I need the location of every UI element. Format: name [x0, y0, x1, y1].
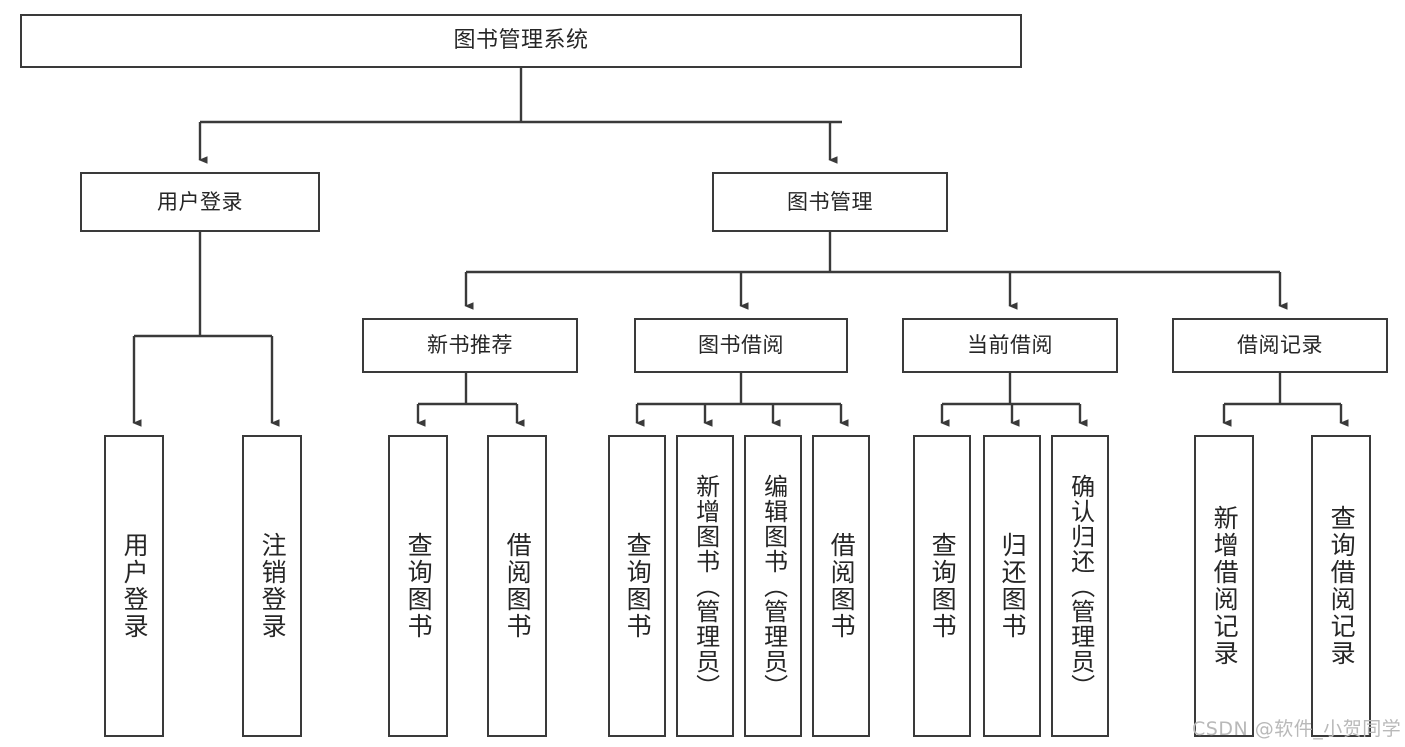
- node-user-login-label: 用户登录: [157, 189, 243, 214]
- connector-root-to-level1: [198, 68, 842, 164]
- leaf-query-borrow-record-label: 查询借阅记录: [1327, 505, 1357, 667]
- node-new-book-recommend-label: 新书推荐: [427, 333, 513, 358]
- leaf-edit-book-label: 编辑图书（管理员）: [759, 473, 788, 699]
- node-current-borrow[interactable]: 当前借阅: [902, 318, 1118, 373]
- leaf-edit-book[interactable]: 编辑图书（管理员）: [744, 435, 802, 737]
- leaf-borrow-book-2[interactable]: 借阅图书: [812, 435, 870, 737]
- leaf-query-borrow-record[interactable]: 查询借阅记录: [1311, 435, 1371, 737]
- node-user-login[interactable]: 用户登录: [80, 172, 320, 232]
- connector-bookmanage-to-level2: [464, 232, 1288, 310]
- connector-borrowrecord-to-leaves: [1222, 373, 1349, 427]
- leaf-user-login-label: 用户登录: [120, 532, 150, 640]
- leaf-borrow-book-1-label: 借阅图书: [503, 532, 533, 640]
- leaf-query-book-3[interactable]: 查询图书: [913, 435, 971, 737]
- leaf-query-book-3-label: 查询图书: [928, 532, 958, 640]
- connector-bookborrow-to-leaves: [635, 373, 849, 427]
- leaf-user-login[interactable]: 用户登录: [104, 435, 164, 737]
- node-book-manage-label: 图书管理: [787, 189, 873, 214]
- leaf-add-book[interactable]: 新增图书（管理员）: [676, 435, 734, 737]
- node-book-manage[interactable]: 图书管理: [712, 172, 948, 232]
- leaf-confirm-return[interactable]: 确认归还（管理员）: [1051, 435, 1109, 737]
- leaf-borrow-book-1[interactable]: 借阅图书: [487, 435, 547, 737]
- leaf-add-borrow-record[interactable]: 新增借阅记录: [1194, 435, 1254, 737]
- connector-currentborrow-to-leaves: [940, 373, 1088, 427]
- leaf-logout-label: 注销登录: [258, 532, 288, 640]
- leaf-add-borrow-record-label: 新增借阅记录: [1210, 505, 1240, 667]
- node-book-borrow[interactable]: 图书借阅: [634, 318, 848, 373]
- node-current-borrow-label: 当前借阅: [967, 333, 1053, 358]
- connector-userlogin-to-leaves: [132, 232, 280, 427]
- node-root-system-label: 图书管理系统: [453, 28, 589, 54]
- leaf-query-book-1[interactable]: 查询图书: [388, 435, 448, 737]
- leaf-confirm-return-label: 确认归还（管理员）: [1066, 473, 1095, 699]
- leaf-add-book-label: 新增图书（管理员）: [691, 473, 720, 699]
- connector-newbook-to-leaves: [416, 373, 525, 427]
- node-book-borrow-label: 图书借阅: [698, 333, 784, 358]
- node-new-book-recommend[interactable]: 新书推荐: [362, 318, 578, 373]
- node-borrow-record-label: 借阅记录: [1237, 333, 1323, 358]
- node-borrow-record[interactable]: 借阅记录: [1172, 318, 1388, 373]
- leaf-borrow-book-2-label: 借阅图书: [827, 532, 857, 640]
- leaf-return-book-label: 归还图书: [998, 532, 1028, 640]
- leaf-query-book-1-label: 查询图书: [404, 532, 434, 640]
- leaf-logout[interactable]: 注销登录: [242, 435, 302, 737]
- leaf-query-book-2-label: 查询图书: [623, 532, 653, 640]
- node-root-system[interactable]: 图书管理系统: [20, 14, 1022, 68]
- leaf-return-book[interactable]: 归还图书: [983, 435, 1041, 737]
- leaf-query-book-2[interactable]: 查询图书: [608, 435, 666, 737]
